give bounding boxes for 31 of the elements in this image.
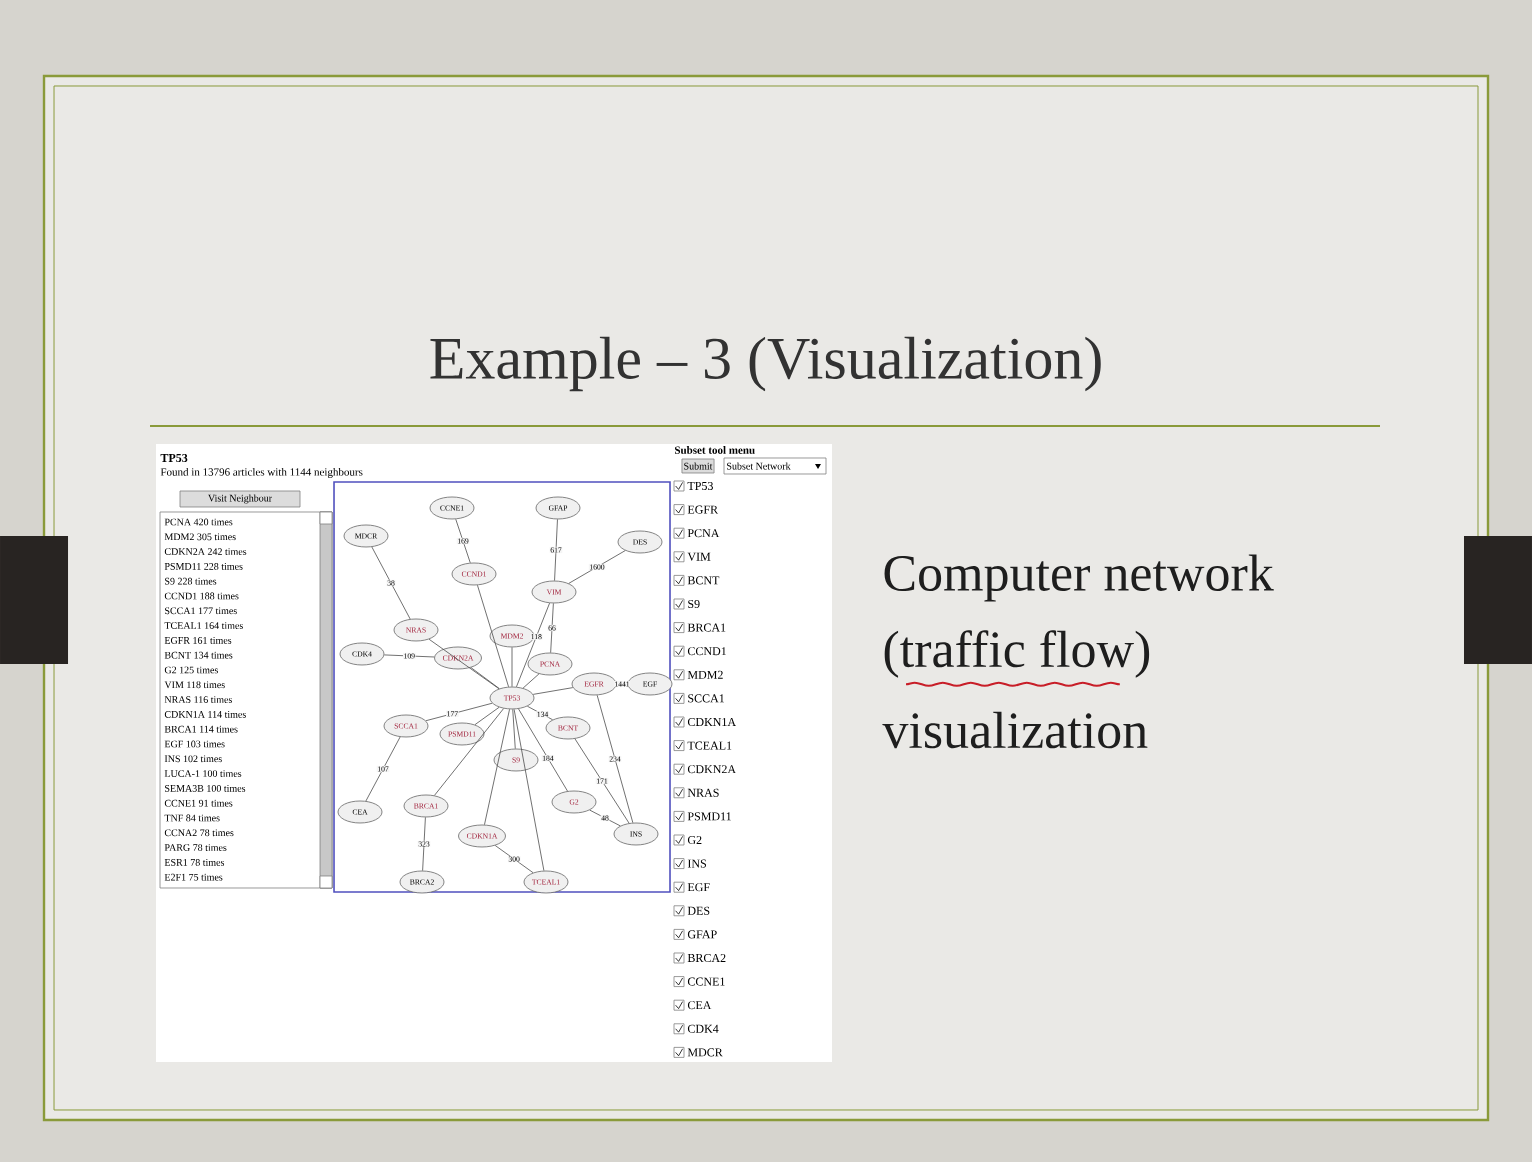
connector (428, 638, 500, 690)
connector (511, 647, 513, 687)
connector (522, 673, 540, 689)
connector (532, 687, 574, 695)
connector (513, 708, 545, 872)
title: Example – 3 (Visualization) (430, 336, 1101, 392)
connector (568, 550, 626, 584)
body-text: Computer network (884, 554, 1274, 602)
connector (550, 603, 554, 653)
connector (527, 705, 553, 721)
connector (589, 809, 621, 827)
connector (596, 694, 634, 824)
connector (470, 667, 500, 689)
connector (365, 736, 401, 802)
connector (494, 845, 534, 874)
body-text: visualization (882, 711, 1148, 749)
connector (474, 706, 500, 726)
connector (434, 708, 504, 796)
connector (518, 708, 568, 792)
body-text: (traffic flow) (884, 630, 1150, 678)
connector (455, 518, 471, 564)
connector (484, 708, 510, 826)
connector (574, 738, 630, 824)
connector (512, 709, 516, 749)
connector (477, 584, 509, 688)
connector (425, 702, 493, 722)
connector (516, 602, 550, 688)
connector (554, 519, 558, 581)
connector (383, 654, 435, 658)
connector (422, 817, 426, 871)
connector (371, 546, 411, 620)
